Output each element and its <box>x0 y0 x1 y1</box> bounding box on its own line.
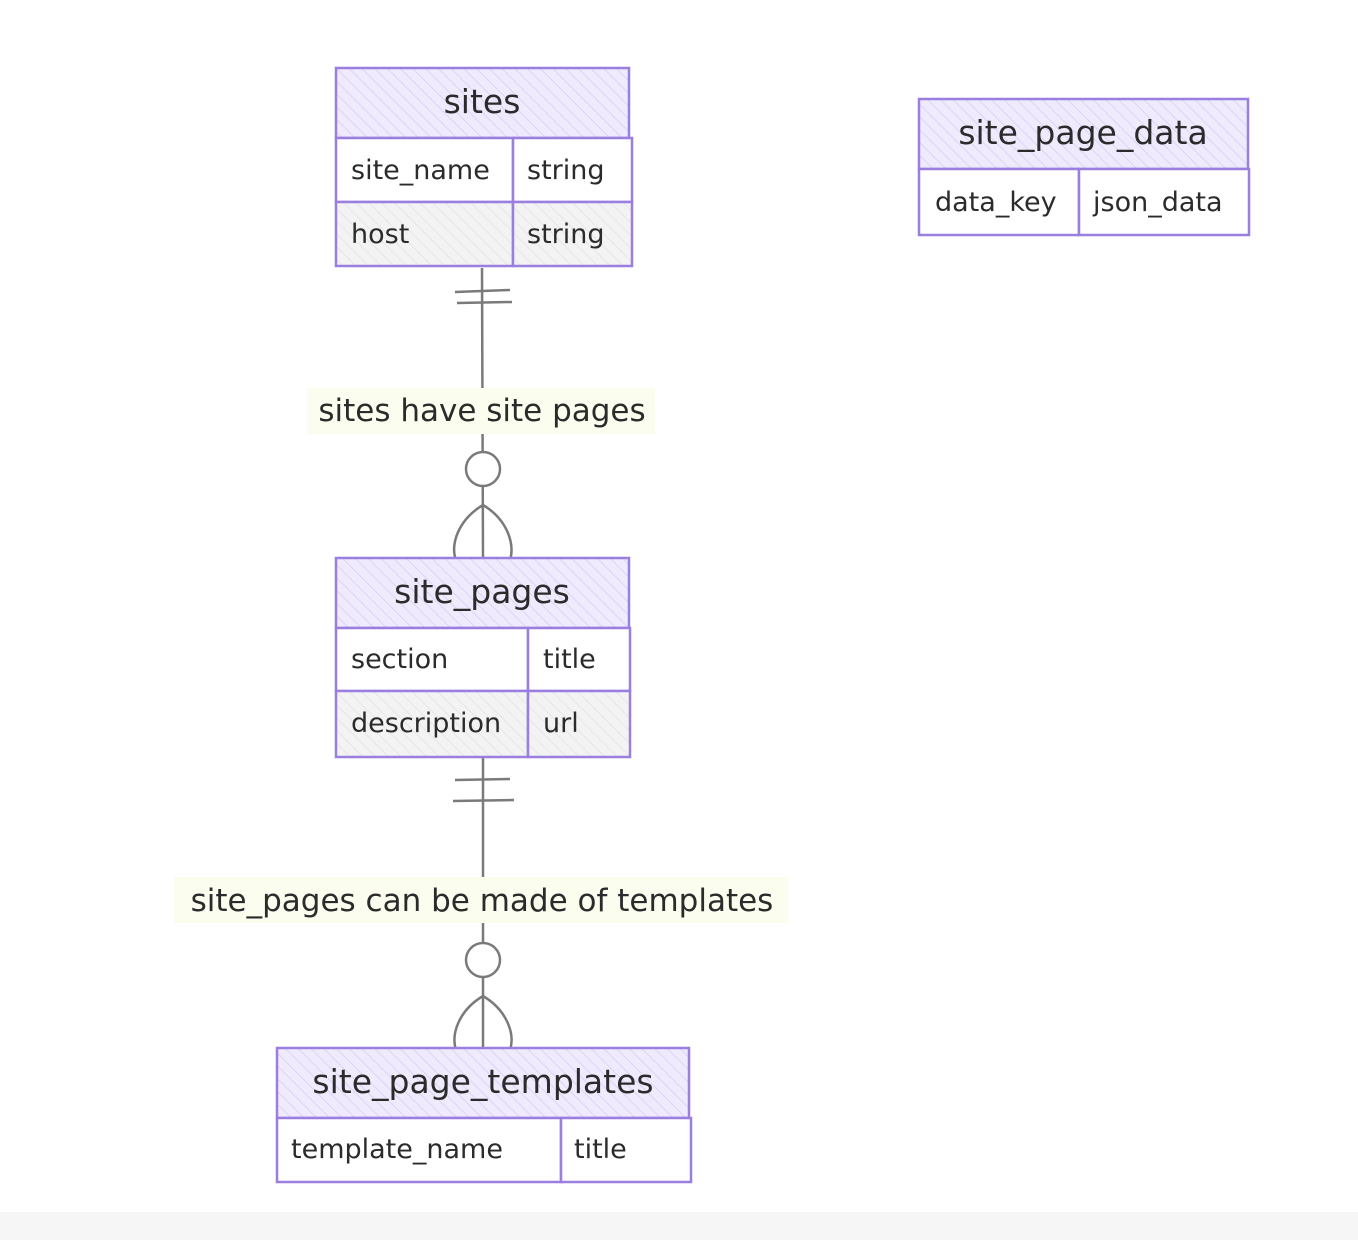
entity-header <box>917 97 1250 171</box>
relationship-label: sites have site pages <box>318 393 645 429</box>
entity-site-page-templates[interactable]: site_page_templates template_name title <box>275 1046 693 1184</box>
entity-site-pages[interactable]: site_pages section title description url <box>334 556 632 759</box>
attribute-name: description <box>351 708 501 739</box>
attribute-row <box>511 200 634 268</box>
attribute-name: template_name <box>291 1134 503 1165</box>
entity-sites[interactable]: sites site_name string host string <box>334 66 634 268</box>
entity-site-page-data[interactable]: site_page_data data_key json_data <box>917 97 1251 237</box>
relationship-label-bg <box>307 388 655 434</box>
attribute-row <box>1077 167 1251 237</box>
attribute-name: site_name <box>351 155 490 186</box>
attribute-row <box>334 689 530 759</box>
attribute-row <box>334 200 515 268</box>
attribute-row <box>334 626 530 693</box>
relationship-label: site_pages can be made of templates <box>191 883 774 919</box>
entity-title: site_page_templates <box>312 1062 653 1101</box>
attribute-row <box>917 167 1081 237</box>
attribute-type: string <box>527 155 605 186</box>
attribute-type: title <box>574 1134 627 1165</box>
entity-title: site_page_data <box>958 113 1207 152</box>
relationship-label-bg <box>174 877 788 923</box>
attribute-name: section <box>351 644 448 675</box>
relationship-site-pages-templates: site_pages can be made of templates <box>174 758 788 1051</box>
attribute-type: string <box>527 219 605 250</box>
attribute-name: host <box>351 219 409 250</box>
attribute-type: json_data <box>1092 187 1223 218</box>
entity-title: sites <box>444 82 521 121</box>
entity-title: site_pages <box>394 572 570 611</box>
relationship-sites-site-pages: sites have site pages <box>307 267 655 561</box>
entity-header <box>275 1046 691 1120</box>
attribute-type: title <box>543 644 596 675</box>
bottom-edge-strip <box>0 1212 1358 1240</box>
attribute-type: url <box>543 708 579 739</box>
attribute-row <box>526 689 632 759</box>
attribute-row <box>559 1116 693 1184</box>
attribute-name: data_key <box>935 187 1057 218</box>
attribute-row <box>511 136 634 204</box>
